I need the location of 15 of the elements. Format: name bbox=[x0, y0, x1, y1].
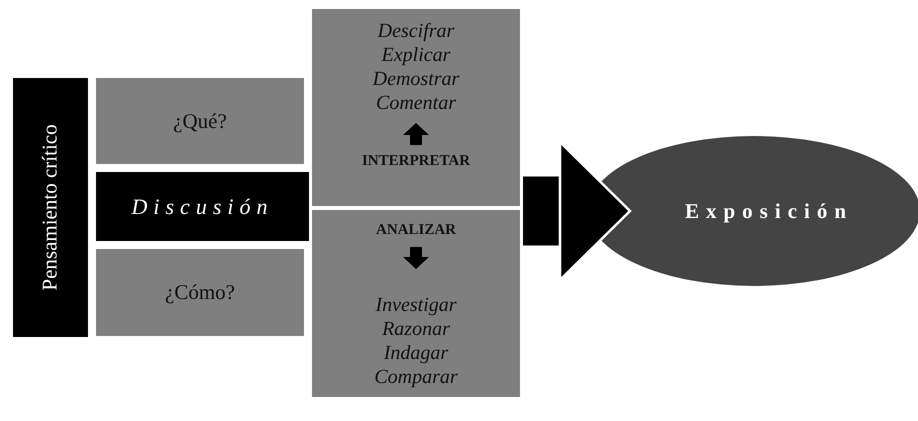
stage-heading: ANALIZAR bbox=[376, 222, 456, 239]
question-text: ¿Cómo? bbox=[165, 280, 235, 305]
verb-list: Investigar Razonar Indagar Comparar bbox=[374, 293, 458, 389]
question-text: ¿Qué? bbox=[173, 108, 227, 134]
question-box bbox=[96, 78, 304, 164]
vertical-title: Pensamiento crítico bbox=[38, 124, 63, 291]
topic-text: Discusión bbox=[132, 194, 274, 220]
topic-box bbox=[96, 172, 309, 241]
title-box bbox=[13, 78, 88, 337]
process-box bbox=[312, 9, 520, 206]
question-box bbox=[96, 249, 304, 336]
result-text: Exposición bbox=[684, 198, 854, 224]
process-box bbox=[312, 210, 520, 397]
verb-list: Descifrar Explicar Demostrar Comentar bbox=[372, 19, 460, 115]
stage-heading: INTERPRETAR bbox=[362, 153, 470, 170]
